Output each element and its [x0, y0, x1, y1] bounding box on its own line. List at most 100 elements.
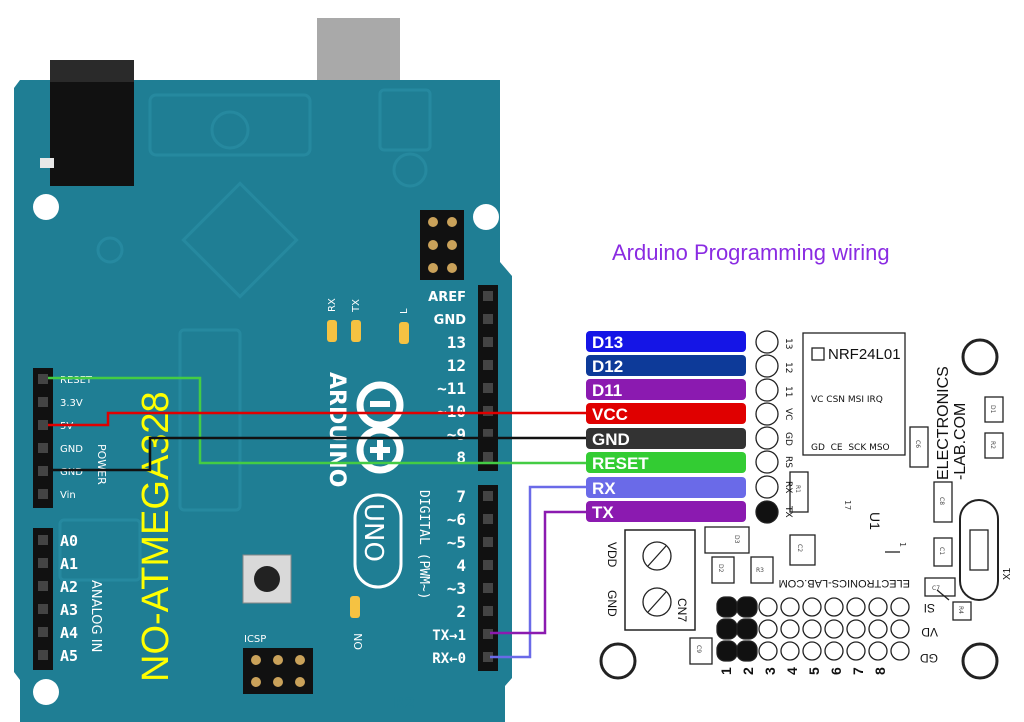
bottom-num-7: 7	[850, 667, 866, 675]
label-d12: D12	[592, 357, 623, 376]
bottom-num-3: 3	[762, 667, 778, 675]
arduino-logo	[356, 381, 404, 474]
module-hole	[961, 642, 999, 680]
icsp-label: ICSP	[244, 634, 266, 645]
silk-d1: D1	[989, 405, 996, 414]
digital-label: DIGITAL (PWM~)	[416, 490, 431, 600]
silk-d2: D2	[717, 564, 724, 573]
nrf-pins-bottom: GD CE SCK MSO	[811, 443, 890, 453]
status-leds	[327, 320, 409, 618]
led-label-tx: TX	[351, 299, 362, 313]
pin-tx1: TX→1	[432, 628, 466, 644]
silk-c7: C7	[932, 585, 940, 592]
analog-pin-a1: A1	[60, 555, 78, 573]
pin-3: ~3	[447, 579, 466, 598]
bottom-num-2: 2	[740, 667, 756, 675]
wire-vcc	[48, 411, 590, 427]
wires	[48, 376, 590, 659]
label-gnd: GND	[592, 430, 630, 449]
wire-rx	[490, 485, 590, 659]
pin-gnd-top: GND	[434, 313, 467, 328]
brand-horizontal: ELECTRONICS-LAB.COM	[779, 577, 910, 589]
uno-badge: UNO	[353, 493, 403, 589]
pin-2: 2	[456, 602, 466, 621]
label-bg-tx	[586, 501, 746, 522]
header-num-rx: RX	[783, 481, 793, 493]
silk-c2: C2	[796, 544, 803, 552]
vd-label: VD	[921, 625, 938, 639]
power-header	[33, 368, 53, 508]
label-reset: RESET	[592, 454, 649, 473]
label-bg-d11	[586, 379, 746, 400]
mount-hole	[33, 194, 59, 220]
bottom-num-6: 6	[828, 667, 844, 675]
led-label-rx: RX	[327, 298, 338, 312]
header-num-12: 12	[783, 362, 793, 373]
silk-d3: D3	[733, 535, 740, 544]
silk-17: 17	[843, 500, 852, 510]
module-header	[755, 330, 779, 524]
pin-9: ~9	[447, 425, 466, 444]
chip-label: NO-ATMEGA328	[135, 391, 177, 682]
label-bg-gnd	[586, 428, 746, 449]
wire-gnd	[48, 436, 590, 472]
crystal-x1	[959, 499, 999, 601]
led-label-l: L	[399, 308, 410, 314]
module-pin-grid	[716, 596, 758, 662]
power-label: POWER	[95, 444, 108, 485]
x1-label: X1	[1002, 567, 1013, 580]
bottom-num-8: 8	[872, 667, 888, 675]
analog-pin-a0: A0	[60, 532, 78, 550]
power-pin-3v3: 3.3V	[60, 398, 83, 409]
connector-labels: D13 D12 D11 VCC GND RESET RX TX	[586, 331, 746, 522]
header-num-rs: RS	[783, 456, 793, 468]
module-pin-grid-open	[758, 597, 910, 661]
module-hole	[961, 338, 999, 376]
nrf-pins-top: VC CSN MSI IRQ	[811, 395, 883, 405]
nrf-module	[599, 330, 1004, 680]
u1-label: U1	[867, 512, 883, 530]
icsp2-header	[420, 210, 464, 280]
pin-7: 7	[456, 487, 466, 506]
cn7-label: CN7	[675, 598, 689, 622]
silk-c6: C6	[914, 440, 921, 448]
label-tx: TX	[592, 503, 614, 522]
brand-vertical-2: -LAB.COM	[952, 403, 969, 480]
analog-label: ANALOG IN	[88, 580, 103, 652]
on-label: ON	[352, 633, 365, 650]
gnd-label: GND	[605, 590, 619, 617]
page-title: Arduino Programming wiring	[612, 240, 890, 265]
label-vcc: VCC	[592, 405, 628, 424]
label-bg-reset	[586, 452, 746, 473]
pin-4: 4	[456, 556, 466, 575]
pin-aref: AREF	[428, 290, 466, 305]
pin-10: ~10	[437, 402, 466, 421]
label-bg-rx	[586, 477, 746, 498]
analog-pin-a4: A4	[60, 624, 78, 642]
uno-label: UNO	[358, 503, 388, 562]
digital-header-bottom	[478, 485, 498, 671]
brand-vertical-1: ELECTRONICS	[935, 366, 952, 480]
silk-c9: C9	[695, 645, 702, 653]
pin-13: 13	[447, 333, 466, 352]
bottom-num-5: 5	[806, 667, 822, 675]
power-pin-gnd1: GND	[60, 444, 83, 455]
silk-c8: C8	[938, 497, 945, 505]
pin-12: 12	[447, 356, 466, 375]
label-bg-vcc	[586, 403, 746, 424]
module-text: NRF24L01 VC CSN MSI IRQ GD CE SCK MSO 13…	[605, 338, 1013, 675]
arduino-brand: ARDUINO	[324, 372, 349, 487]
header-num-gd: GD	[783, 432, 793, 446]
power-pin-vin: Vin	[60, 490, 76, 501]
digital-header-top	[478, 285, 498, 471]
pin-8: 8	[456, 448, 466, 467]
header-num-vc: VC	[783, 408, 793, 420]
label-rx: RX	[592, 479, 616, 498]
analog-pin-a2: A2	[60, 578, 78, 596]
icsp-header	[243, 648, 313, 694]
silk-r3: R3	[756, 567, 764, 574]
reset-button[interactable]	[242, 554, 292, 604]
module-hole	[599, 642, 637, 680]
label-d13: D13	[592, 333, 623, 352]
wire-reset	[48, 376, 590, 465]
